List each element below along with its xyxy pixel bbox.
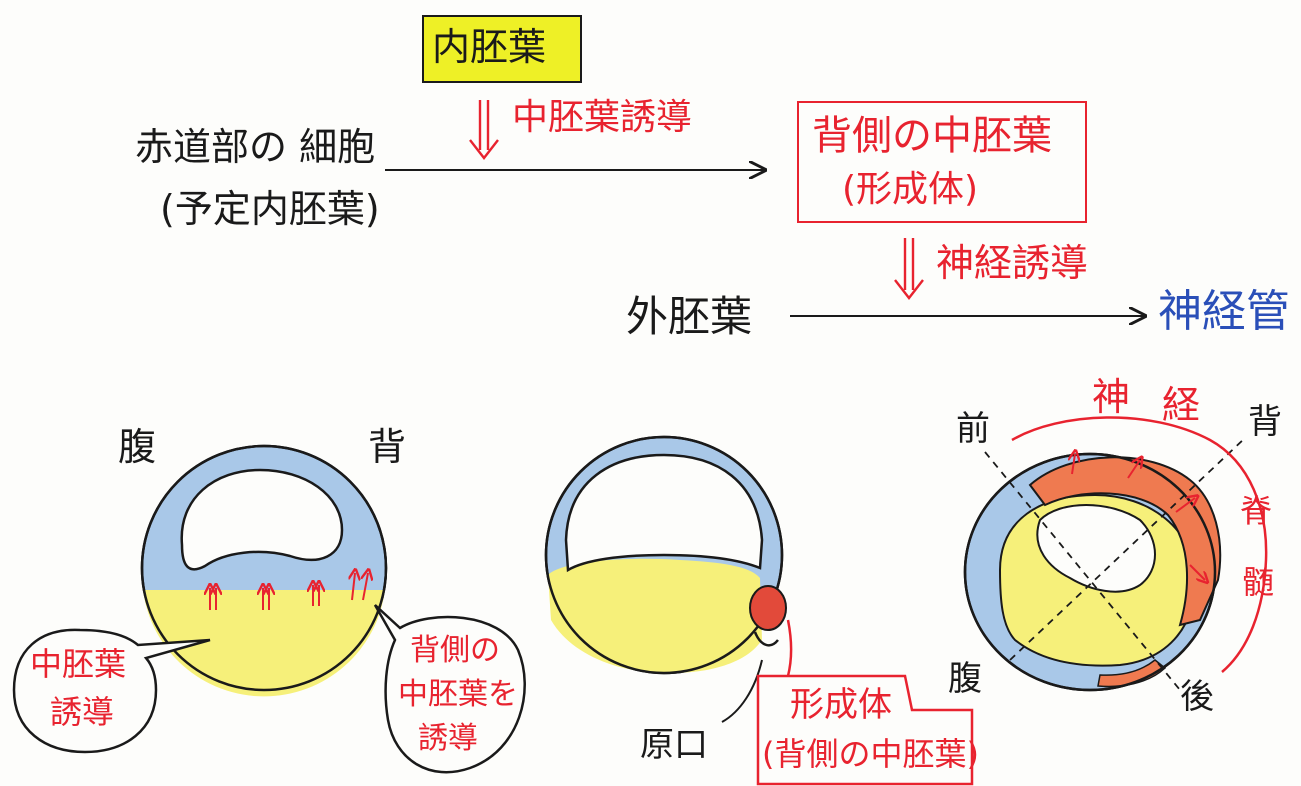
embryo3-archenteron — [1036, 504, 1156, 593]
neural-tube-label: 神経管 — [1158, 286, 1290, 337]
neural-label-1: 神 — [1092, 375, 1131, 419]
embryo2-blastopore-groove — [753, 631, 779, 647]
dorsal-mesoderm-label: 背側の中胚葉 — [812, 113, 1052, 159]
organizer-label: (形成体) — [842, 169, 979, 210]
spinal-cord-label-2: 髄 — [1242, 563, 1275, 601]
embryo1-dorsal-label: 背 — [368, 425, 407, 469]
embryo2-organizer-label: 形成体 — [790, 685, 892, 725]
embryo1-blastocoel — [180, 468, 344, 571]
embryo2-organizer-note: (背側の中胚葉) — [762, 735, 979, 773]
prospective-endoderm-label: (予定内胚葉) — [160, 187, 380, 231]
embryo3-neural-arrows — [1072, 454, 1205, 580]
bubble-left-line2: 誘導 — [50, 693, 115, 731]
bubble-left — [12, 628, 211, 754]
bubble-right-line2: 中胚葉を — [398, 677, 518, 712]
double-arrow-mesoderm-induction — [469, 100, 499, 160]
embryo1-induction-arrows — [210, 573, 368, 610]
neural-bracket — [1011, 416, 1268, 673]
bubble-left-line1: 中胚葉 — [30, 645, 127, 683]
embryo-2 — [544, 435, 974, 786]
embryo1-endoderm — [143, 590, 385, 697]
endoderm-label: 内胚葉 — [432, 25, 547, 69]
neural-induction-label: 神経誘導 — [936, 241, 1089, 285]
embryo3-dorsal-label: 背 — [1248, 402, 1282, 442]
equator-cells-label: 赤道部の 細胞 — [135, 125, 376, 169]
bubble-right-line3: 誘導 — [418, 721, 478, 756]
embryo2-blastocoel — [564, 453, 764, 573]
organizer-box — [756, 619, 974, 786]
embryo-3 — [963, 416, 1268, 692]
embryo3-axes — [984, 437, 1246, 691]
embryo3-ventral-strip — [1097, 659, 1167, 688]
mesoderm-induction-label: 中胚葉誘導 — [512, 97, 693, 138]
embryo2-organizer — [749, 585, 787, 631]
embryo3-anterior-label: 前 — [956, 409, 990, 449]
dorsal-mesoderm-box — [797, 101, 1087, 223]
embryo-1 — [12, 444, 526, 774]
ectoderm-label: 外胚葉 — [626, 292, 753, 341]
embryo1-ventral-label: 腹 — [118, 425, 157, 469]
bubble-right — [373, 604, 526, 774]
bubble-right-line1: 背側の — [410, 633, 500, 668]
embryo2-endoderm — [548, 558, 762, 674]
embryo3-ventral-label: 腹 — [948, 659, 982, 699]
double-arrow-neural-induction — [894, 238, 924, 300]
neural-label-2: 経 — [1162, 383, 1201, 427]
endoderm-highlight-box — [422, 15, 582, 83]
embryo3-posterior-label: 後 — [1180, 677, 1214, 717]
blastopore-label: 原口 — [640, 725, 708, 765]
spinal-cord-label-1: 脊 — [1240, 492, 1273, 530]
blastopore-leader — [721, 659, 763, 723]
